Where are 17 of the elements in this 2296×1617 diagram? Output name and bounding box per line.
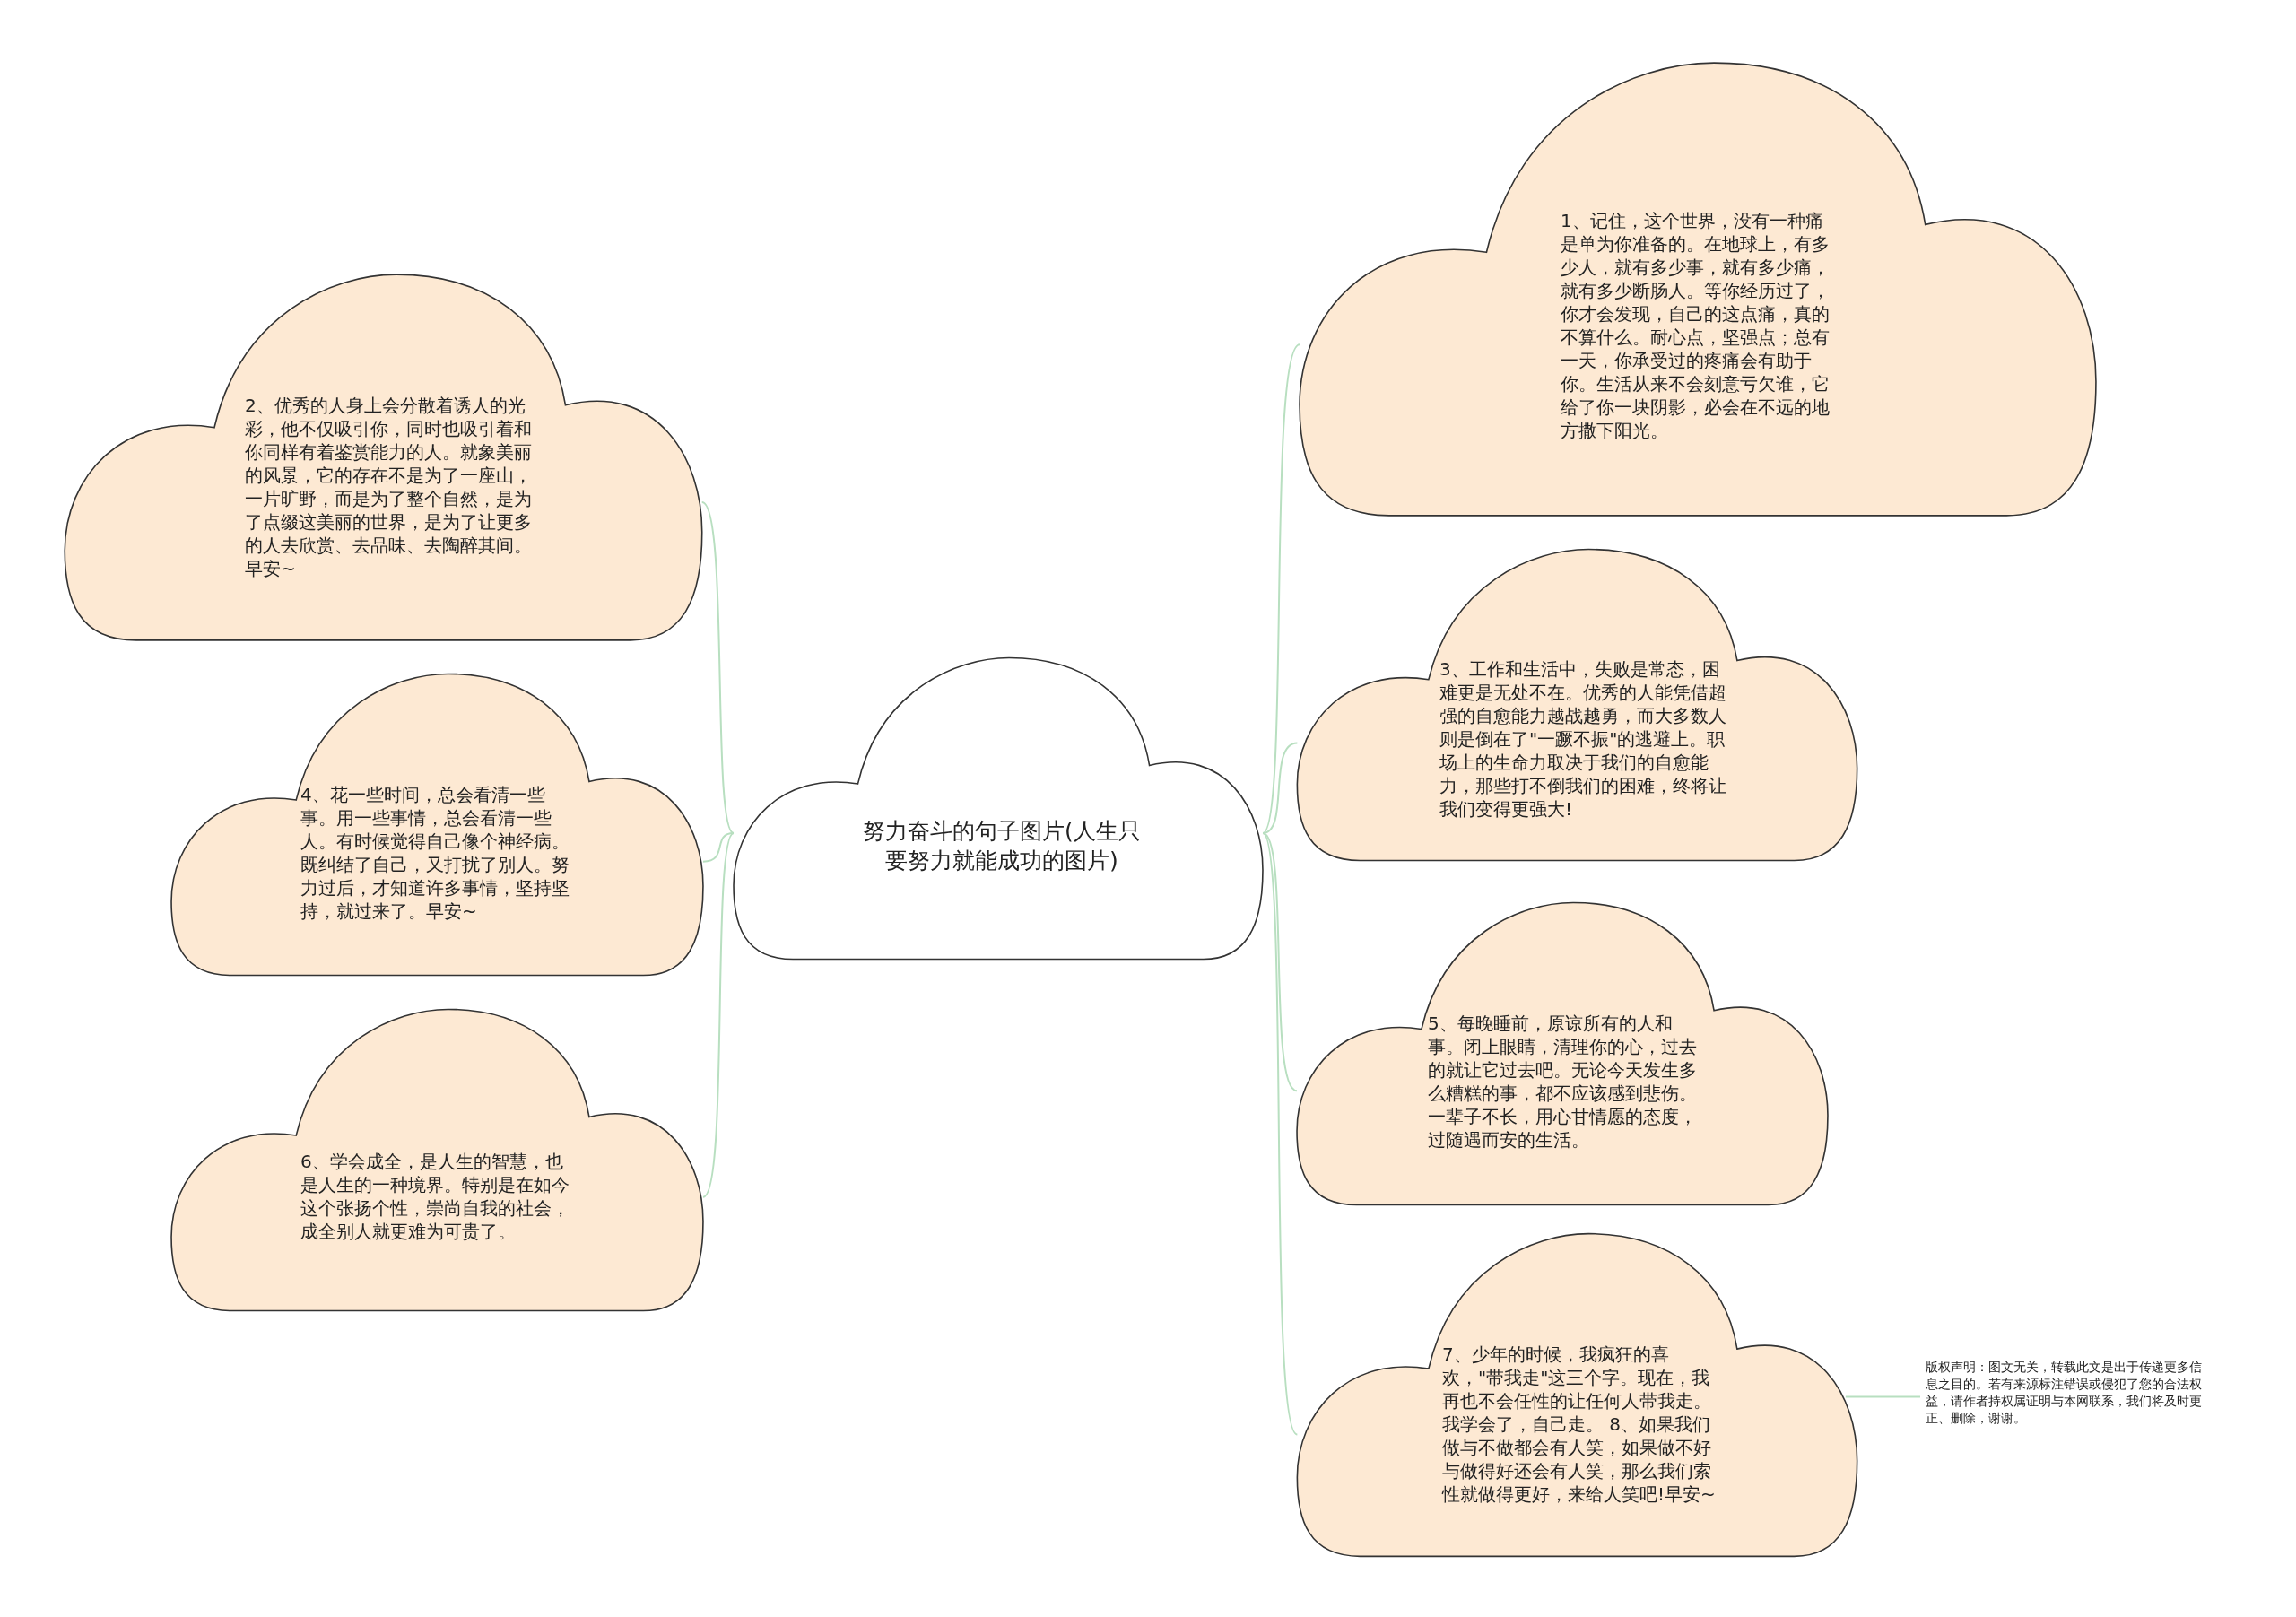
quote-text: 6、学会成全，是人生的智慧，也是人生的一种境界。特别是在如今这个张扬个性，崇尚自我的社会，成全别人就更难为可贵了。 — [300, 1150, 570, 1243]
quote-text: 1、记住，这个世界，没有一种痛是单为你准备的。在地球上，有多少人，就有多少事，就有多少痛，就有多少断肠人。等你经历过了，你才会发现，自己的这点痛，真的不算什么。耐心点，坚强点；总有一天，你承受过的疼痛会有助于你。生活从来不会刻意亏欠谁，它给了你一块阴影，必会在不远的地方撒下阳光。 — [1561, 209, 1831, 442]
connector-line — [1262, 831, 1299, 1092]
connector-line — [1262, 343, 1301, 834]
connector-line — [701, 831, 735, 1198]
quote-text: 3、工作和生活中，失败是常态，困难更是无处不在。优秀的人能凭借超强的自愈能力越战越勇，而大多数人则是倒在了"一蹶不振"的逃避上。职场上的生命力取决于我们的自愈能力，那些打不倒我们的困难，终将让我们变得更强大! — [1439, 657, 1727, 821]
connector-line — [701, 831, 735, 863]
quote-text: 4、花一些时间，总会看清一些事。用一些事情，总会看清一些人。有时候觉得自己像个神经病。既纠结了自己，又打扰了别人。努力过后，才知道许多事情，坚持坚持，就过来了。早安~ — [300, 783, 570, 923]
quote-text: 2、优秀的人身上会分散着诱人的光彩，他不仅吸引你，同时也吸引着和你同样有着鉴赏能力的人。就象美丽的风景，它的存在不是为了一座山，一片旷野，而是为了整个自然，是为了点缀这美丽的世界，是为了让更多的人去欣赏、去品味、去陶醉其间。早安~ — [245, 394, 533, 580]
connector-line — [1262, 742, 1299, 834]
topic-text: 努力奋斗的句子图片(人生只要努力就能成功的图片) — [863, 817, 1141, 875]
copyright-note: 版权声明：图文无关，转载此文是出于传递更多信息之目的。若有来源标注错误或侵犯了您的合法权益，请作者持权属证明与本网联系，我们将及时更正、删除，谢谢。 — [1926, 1359, 2208, 1435]
quote-text: 5、每晚睡前，原谅所有的人和事。闭上眼睛，清理你的心，过去的就让它过去吧。无论今天发生多么糟糕的事，都不应该感到悲伤。一辈子不长，用心甘情愿的态度，过随遇而安的生活。 — [1428, 1012, 1697, 1152]
quote-text: 7、少年的时候，我疯狂的喜欢，"带我走"这三个字。现在，我再也不会任性的让任何人带我走。我学会了，自己走。 8、如果我们做与不做都会有人笑，如果做不好与做得好还会有人笑，那么我们索性就做得更好，来给人笑吧!早安~ — [1442, 1343, 1717, 1506]
connector-line — [1844, 1395, 1921, 1398]
connector-line — [1262, 831, 1299, 1436]
connector-line — [700, 500, 735, 834]
